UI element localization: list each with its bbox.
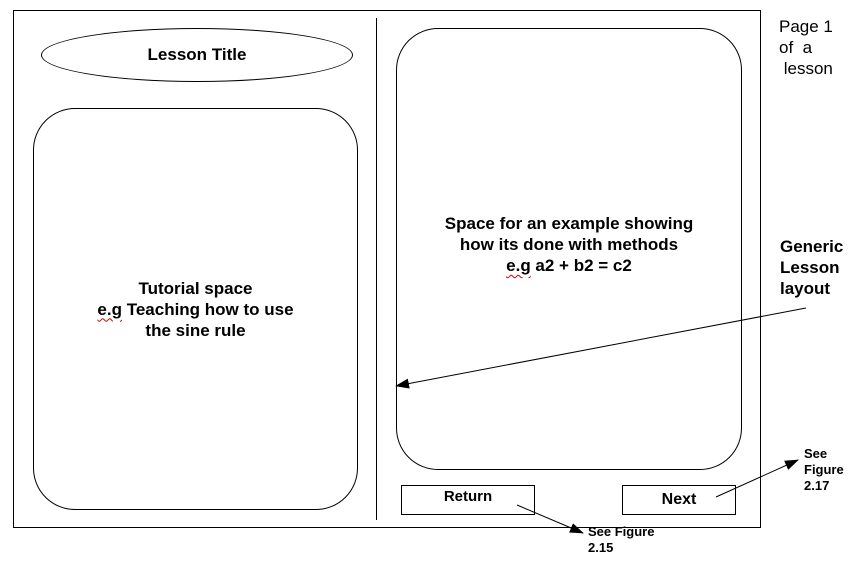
column-divider bbox=[376, 18, 377, 520]
tutorial-space-text: Tutorial space e.g Teaching how to use t… bbox=[97, 278, 293, 341]
spellcheck-word: e.g bbox=[97, 299, 122, 319]
lesson-page-frame bbox=[13, 10, 761, 528]
page-note-line-1: Page 1 bbox=[779, 17, 833, 36]
next-ref-line-2: Figure bbox=[804, 462, 844, 477]
tutorial-space-box: Tutorial space e.g Teaching how to use t… bbox=[33, 108, 358, 510]
return-ref-line-1: See Figure bbox=[588, 524, 655, 539]
lesson-title-text: Lesson Title bbox=[147, 45, 247, 64]
generic-layout-note: Generic Lesson layout bbox=[780, 236, 843, 299]
tutorial-line-2-rest: Teaching how to use bbox=[121, 299, 294, 319]
generic-note-line-1: Generic bbox=[780, 237, 844, 256]
page-number-note: Page 1 of a lesson bbox=[779, 16, 833, 79]
example-line-2: how its done with methods bbox=[459, 235, 679, 254]
spellcheck-word: e.g bbox=[506, 256, 531, 275]
return-button-label: Return bbox=[443, 488, 493, 505]
generic-note-line-3: layout bbox=[780, 279, 831, 298]
return-ref-line-2: 2.15 bbox=[588, 540, 614, 555]
page-note-line-3: lesson bbox=[779, 59, 833, 78]
next-button-label: Next bbox=[661, 491, 697, 508]
next-figure-reference: See Figure 2.17 bbox=[804, 446, 844, 494]
next-ref-line-1: See bbox=[804, 446, 828, 461]
tutorial-line-3: the sine rule bbox=[145, 320, 246, 340]
tutorial-line-2: e.g Teaching how to use bbox=[97, 299, 293, 320]
next-ref-line-3: 2.17 bbox=[804, 478, 830, 493]
return-figure-reference: See Figure 2.15 bbox=[588, 524, 654, 556]
next-figure-arrow bbox=[715, 459, 799, 498]
generic-note-line-2: Lesson bbox=[780, 258, 840, 277]
generic-layout-arrow bbox=[395, 307, 807, 389]
example-line-3-rest: a2 + b2 = c2 bbox=[530, 256, 632, 275]
example-line-1: Space for an example showing bbox=[444, 214, 694, 233]
return-button[interactable]: Return bbox=[401, 485, 535, 515]
lesson-title-oval: Lesson Title bbox=[41, 28, 353, 82]
next-button[interactable]: Next bbox=[622, 485, 736, 515]
return-figure-arrow bbox=[516, 504, 584, 534]
example-space-text: Space for an example showing how its don… bbox=[445, 213, 693, 276]
page-note-line-2: of a bbox=[779, 38, 813, 57]
example-space-box: Space for an example showing how its don… bbox=[396, 28, 742, 470]
example-line-3: e.g a2 + b2 = c2 bbox=[445, 255, 693, 276]
tutorial-line-1: Tutorial space bbox=[138, 278, 253, 298]
